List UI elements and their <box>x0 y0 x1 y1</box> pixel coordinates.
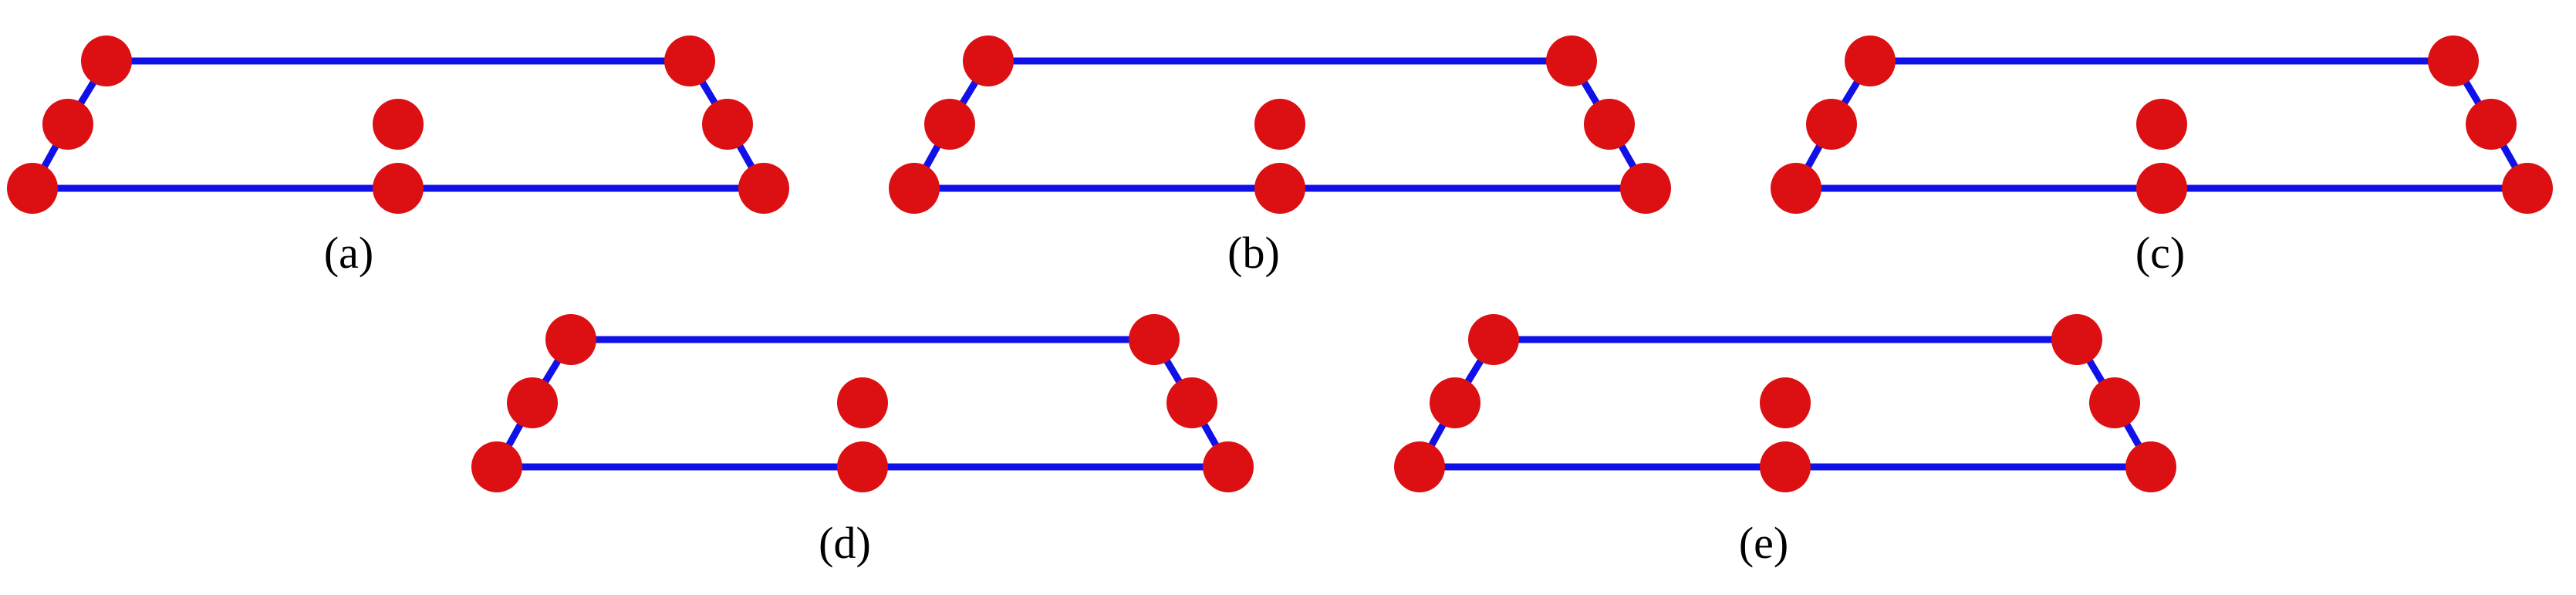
panel-b-node-center <box>1254 99 1305 150</box>
panel-b-node-top-left <box>963 35 1014 86</box>
panel-e-node-bottom-right <box>2125 441 2176 492</box>
panel-b-node-bottom-right <box>1620 163 1671 214</box>
panel-d-node-mid-right <box>1166 377 1217 428</box>
panel-c-node-bottom-right <box>2502 163 2553 214</box>
panel-b-node-mid-right <box>1584 99 1635 150</box>
panel-e-graph <box>1394 314 2176 492</box>
panel-d-node-bottom-left <box>471 441 522 492</box>
panel-e: (e) <box>1394 314 2176 568</box>
panel-e-node-top-left <box>1468 314 1519 365</box>
panel-d-node-bottom-right <box>1203 441 1254 492</box>
panel-c: (c) <box>1771 35 2553 278</box>
panel-a-node-center <box>373 99 424 150</box>
panel-b-graph <box>889 35 1671 214</box>
panel-a-node-mid-right <box>702 99 753 150</box>
panel-d: (d) <box>471 314 1254 568</box>
panel-b: (b) <box>889 35 1671 278</box>
panel-c-node-top-left <box>1845 35 1896 86</box>
panel-c-node-bottom-mid <box>2136 163 2187 214</box>
panel-d-caption: (d) <box>819 518 871 568</box>
panel-d-graph <box>471 314 1254 492</box>
panel-c-caption: (c) <box>2135 228 2185 278</box>
panel-a-node-bottom-right <box>738 163 789 214</box>
panel-a-node-mid-left <box>42 99 93 150</box>
panel-c-node-top-right <box>2428 35 2479 86</box>
panel-b-node-mid-left <box>924 99 975 150</box>
panel-e-node-bottom-mid <box>1760 441 1811 492</box>
panel-a-node-bottom-left <box>7 163 58 214</box>
panel-a: (a) <box>7 35 789 278</box>
panel-e-caption: (e) <box>1739 518 1788 568</box>
panel-d-node-mid-left <box>507 377 558 428</box>
panel-a-node-top-right <box>664 35 715 86</box>
panel-d-node-bottom-mid <box>837 441 888 492</box>
panel-a-node-bottom-mid <box>373 163 424 214</box>
panel-a-graph <box>7 35 789 214</box>
panel-e-node-bottom-left <box>1394 441 1445 492</box>
panel-c-node-mid-right <box>2466 99 2517 150</box>
panel-e-node-top-right <box>2051 314 2102 365</box>
panel-d-node-center <box>837 377 888 428</box>
panel-c-graph <box>1771 35 2553 214</box>
panel-e-node-center <box>1760 377 1811 428</box>
panel-d-node-top-left <box>545 314 596 365</box>
panel-e-node-mid-right <box>2089 377 2140 428</box>
panel-a-caption: (a) <box>324 228 373 278</box>
panel-d-node-top-right <box>1129 314 1180 365</box>
panel-b-node-bottom-mid <box>1254 163 1305 214</box>
panel-e-node-mid-left <box>1430 377 1480 428</box>
panel-b-caption: (b) <box>1227 228 1280 278</box>
panel-b-node-top-right <box>1546 35 1597 86</box>
panel-b-node-bottom-left <box>889 163 940 214</box>
panel-c-node-mid-left <box>1806 99 1857 150</box>
panel-a-node-top-left <box>81 35 132 86</box>
panel-c-node-bottom-left <box>1771 163 1821 214</box>
panel-c-node-center <box>2136 99 2187 150</box>
